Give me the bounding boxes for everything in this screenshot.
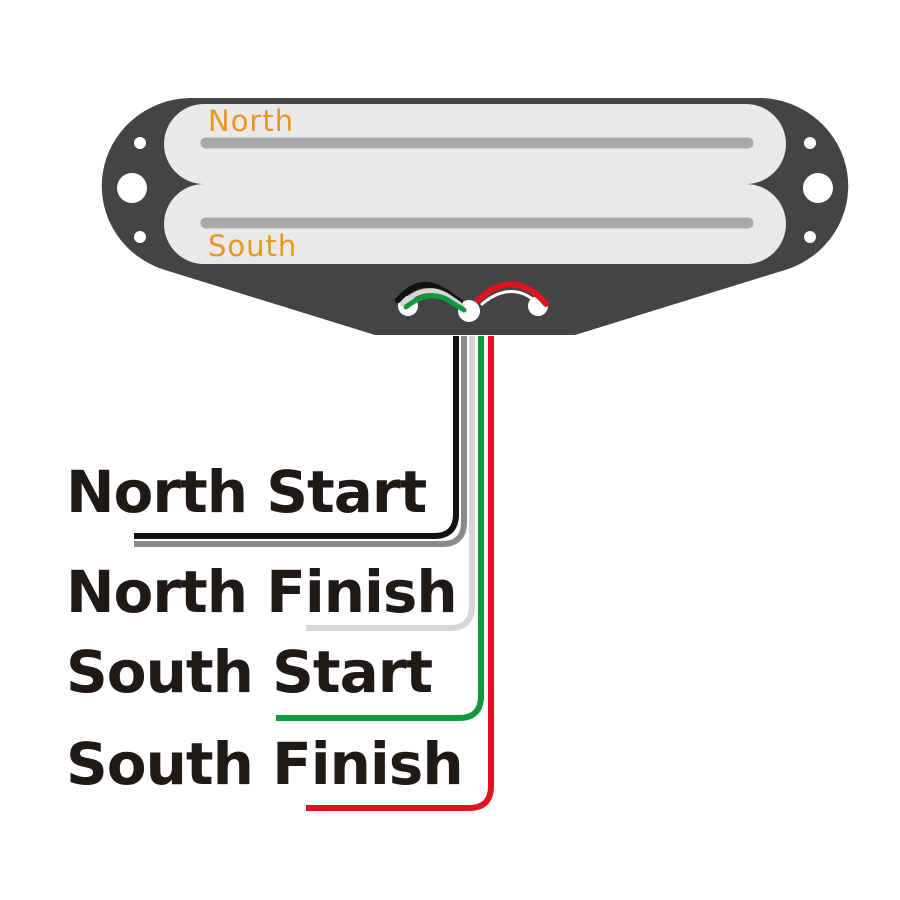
south-start-label: South Start <box>66 638 432 706</box>
south-coil-label: South <box>208 229 297 263</box>
north-start-wire-shadow <box>134 336 467 547</box>
north-finish-wire <box>306 336 475 631</box>
south-finish-label: South Finish <box>66 730 463 798</box>
left-mounting-hole-small-bottom <box>134 231 146 243</box>
north-start-label: North Start <box>66 458 426 526</box>
left-mounting-hole-small-top <box>134 137 146 149</box>
south-finish-loop-inner <box>480 290 544 310</box>
north-finish-loop <box>399 288 465 309</box>
left-mounting-hole-large <box>117 173 147 203</box>
north-finish-label: North Finish <box>66 558 457 626</box>
right-mounting-hole-small-bottom <box>804 231 816 243</box>
south-finish-wire <box>306 336 494 811</box>
south-start-loop <box>403 293 467 313</box>
north-start-wire <box>134 336 459 539</box>
right-mounting-hole-large <box>803 173 833 203</box>
north-coil-label: North <box>208 104 294 138</box>
south-start-wire <box>276 336 484 721</box>
right-mounting-hole-small-top <box>804 137 816 149</box>
south-finish-loop <box>475 281 549 307</box>
